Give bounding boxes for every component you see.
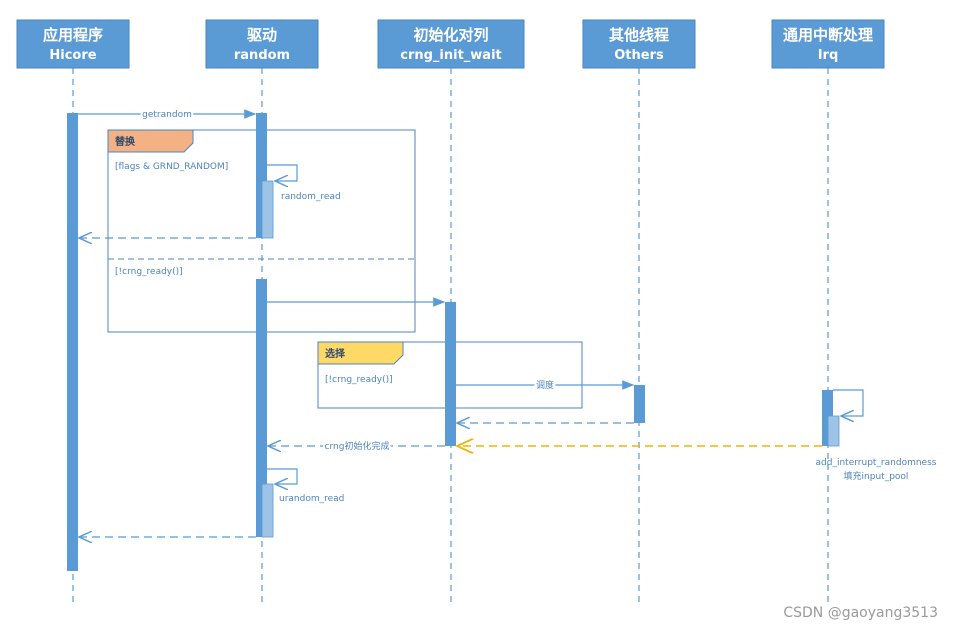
- activation-irq-inner: [827, 415, 840, 447]
- activation-random-2: [256, 279, 267, 537]
- activation-urandom-read: [261, 483, 274, 538]
- watermark: CSDN @gaoyang3513: [783, 605, 938, 621]
- participant-subtitle: random: [234, 48, 290, 63]
- arrow-irq-self: [833, 389, 864, 416]
- opt-frame-tag: 选择: [325, 347, 346, 360]
- activation-hicore: [67, 113, 78, 571]
- participant-title: 应用程序: [43, 26, 103, 44]
- participant-crng-init-wait: 初始化对列 crng_init_wait: [377, 19, 525, 69]
- participant-irq: 通用中断处理 Irq: [771, 19, 885, 69]
- label-irq-line-2: 填充input_pool: [844, 470, 909, 482]
- alt-guard-2: [!crng_ready()]: [115, 267, 183, 277]
- label-crng-done: crng初始化完成: [325, 440, 390, 452]
- activation-others: [634, 385, 645, 423]
- participant-subtitle: crng_init_wait: [400, 48, 502, 63]
- label-irq-line-1: add_interrupt_randomness: [816, 458, 937, 468]
- participant-random: 驱动 random: [205, 19, 319, 69]
- participant-title: 驱动: [247, 26, 277, 44]
- activation-crng-init-wait: [445, 302, 456, 446]
- arrow-urandom-read-self: [267, 468, 298, 484]
- participant-title: 其他线程: [609, 26, 669, 44]
- opt-guard: [!crng_ready()]: [325, 375, 393, 385]
- participant-subtitle: Hicore: [49, 48, 96, 63]
- activation-irq: [822, 390, 833, 446]
- participant-title: 通用中断处理: [783, 26, 873, 44]
- alt-guard-1: [flags & GRND_RANDOM]: [115, 162, 228, 172]
- activation-random-read: [261, 180, 274, 239]
- alt-frame-tag: 替换: [115, 135, 136, 148]
- participant-subtitle: Others: [614, 48, 664, 63]
- participant-title: 初始化对列: [413, 26, 488, 44]
- activation-random-1: [256, 113, 267, 238]
- label-urandom-read: urandom_read: [279, 494, 344, 504]
- participant-subtitle: Irq: [818, 48, 839, 63]
- participant-others: 其他线程 Others: [582, 19, 696, 69]
- label-random-read: random_read: [281, 192, 341, 202]
- label-dispatch: 调度: [536, 379, 554, 391]
- label-getrandom: getrandom: [142, 110, 192, 120]
- arrow-random-read-self: [267, 164, 298, 181]
- participant-hicore: 应用程序 Hicore: [16, 19, 130, 69]
